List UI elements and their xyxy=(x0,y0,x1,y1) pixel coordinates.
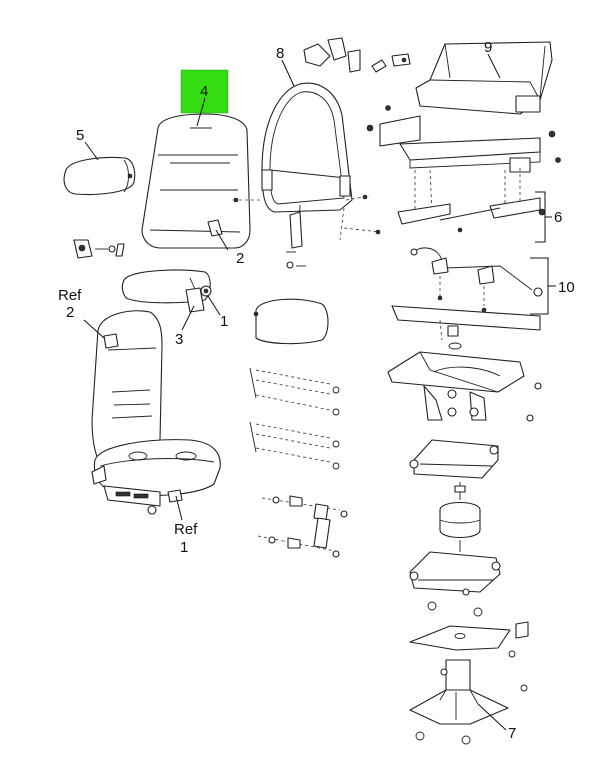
leader-7 xyxy=(477,703,507,731)
scissor-lower-frame xyxy=(409,551,501,596)
top-hardware-cluster xyxy=(303,37,411,73)
callout-4: 4 xyxy=(200,83,208,100)
callout-10: 10 xyxy=(558,279,575,296)
callout-2: 2 xyxy=(236,250,244,267)
callout-ref-1-number: 1 xyxy=(180,539,188,556)
part-5-headrest-pad xyxy=(63,157,136,195)
callout-ref-2-word: Ref xyxy=(58,287,82,304)
callout-ref-2-number: 2 xyxy=(66,304,74,321)
callout-ref-1-word: Ref xyxy=(174,521,198,538)
bracket-10 xyxy=(530,257,549,315)
frame-hardware xyxy=(233,194,381,269)
part-4-backrest-cushion xyxy=(141,113,251,249)
highlight-box-part-4[interactable] xyxy=(180,69,229,114)
callout-7: 7 xyxy=(508,725,516,742)
callout-1: 1 xyxy=(220,313,228,330)
callout-6: 6 xyxy=(554,209,562,226)
shock-absorber-assembly xyxy=(257,495,348,558)
leader-4 xyxy=(196,97,206,127)
lumbar-cushion xyxy=(253,298,329,345)
air-spring xyxy=(439,482,481,552)
leader-3 xyxy=(181,305,195,331)
leader-9 xyxy=(487,53,501,79)
part-9-seat-frame xyxy=(415,41,553,115)
leader-1 xyxy=(207,295,221,316)
part-8-backrest-frame xyxy=(261,82,353,249)
springs-upper xyxy=(249,367,340,416)
leader-ref-1 xyxy=(175,495,183,521)
scissor-upper-plate xyxy=(387,351,542,422)
clips xyxy=(427,601,529,692)
u-bar-link xyxy=(409,439,499,479)
knob-and-screw-left xyxy=(73,239,125,259)
springs-lower xyxy=(249,421,340,470)
base-plate-upper xyxy=(391,305,541,350)
part-10-linkage xyxy=(410,247,543,313)
part-1-knob xyxy=(200,285,212,297)
leader-8 xyxy=(281,59,295,87)
leader-5 xyxy=(84,141,99,161)
part-6-slide-rails xyxy=(366,105,561,233)
callout-5: 5 xyxy=(76,127,84,144)
part-7-pedestal xyxy=(409,625,511,745)
callout-8: 8 xyxy=(276,45,284,62)
leader-2 xyxy=(215,229,229,251)
assembled-seat xyxy=(91,310,221,515)
leader-ref-2 xyxy=(83,319,105,339)
callout-9: 9 xyxy=(484,39,492,56)
callout-3: 3 xyxy=(175,331,183,348)
part-3-seat-cushion-piece xyxy=(121,269,211,313)
